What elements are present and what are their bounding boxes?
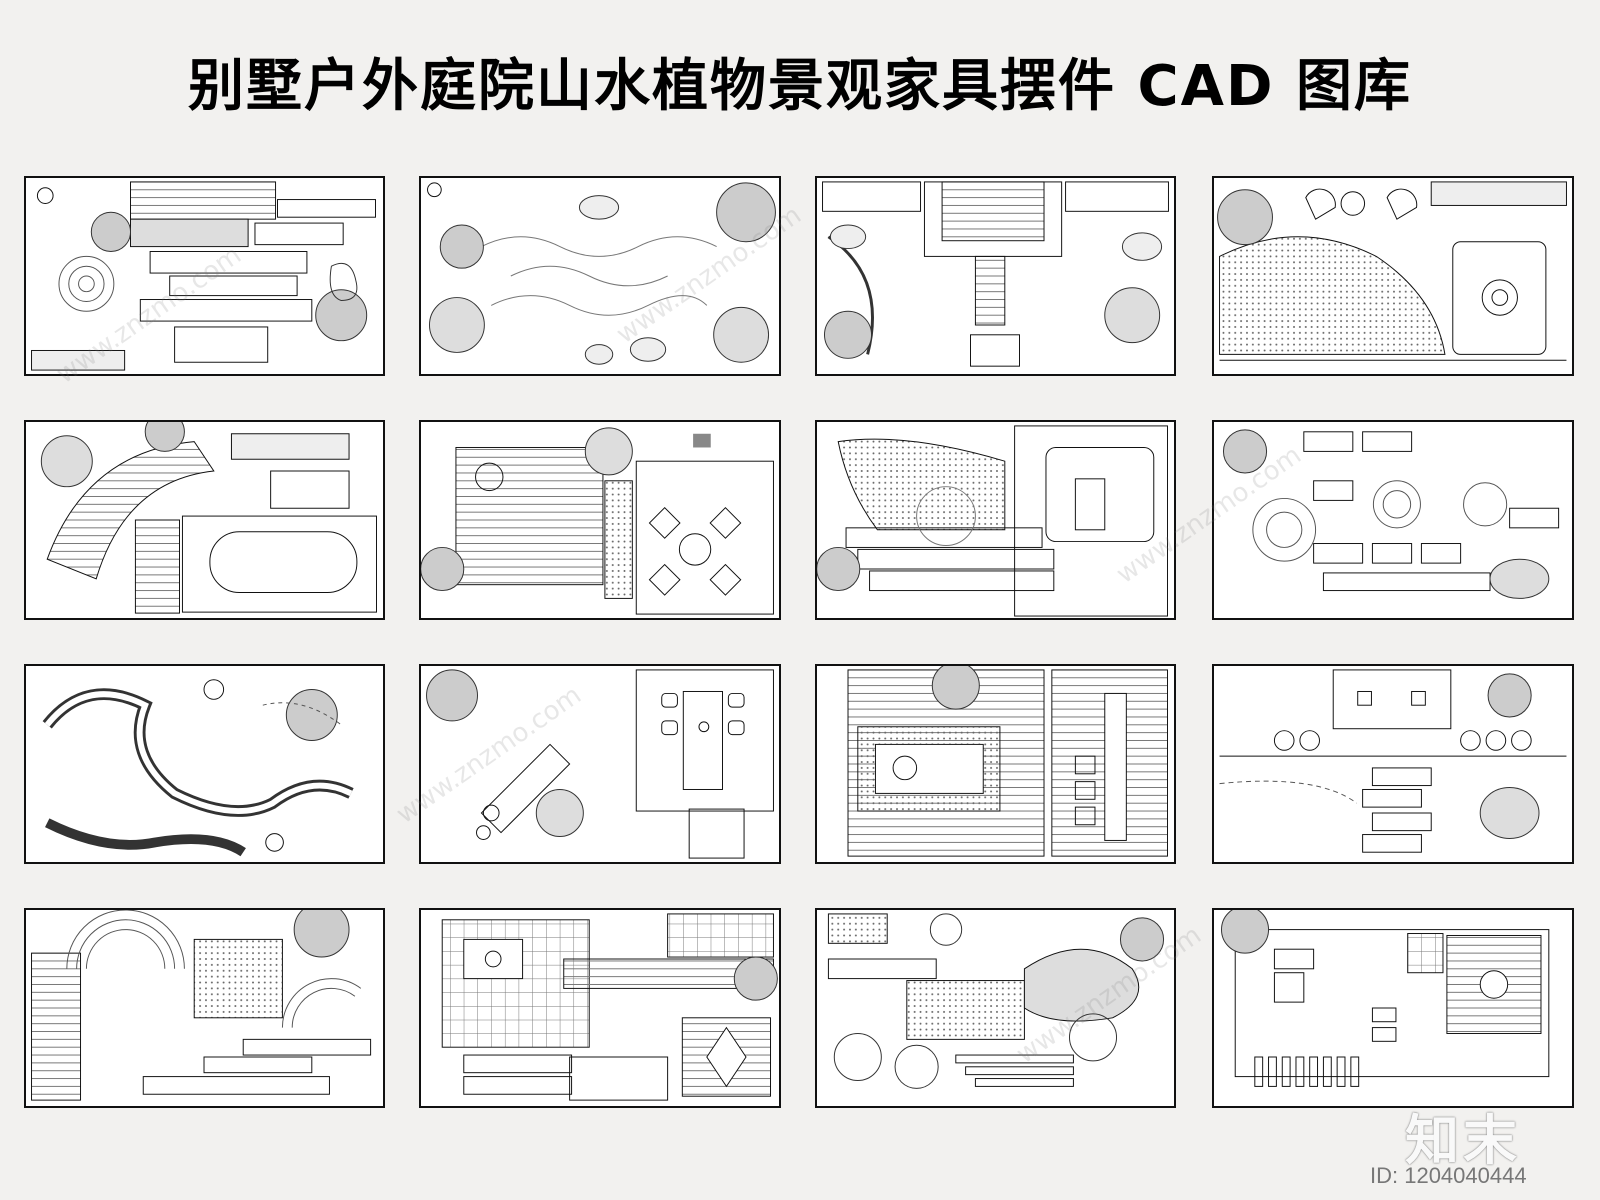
garden-plan-8[interactable] [1212,420,1574,620]
garden-plan-drawing [1217,181,1567,361]
garden-plan-13[interactable] [24,908,385,1108]
garden-plan-drawing [426,669,774,859]
garden-plan-15[interactable] [815,908,1176,1108]
garden-plan-drawing [1221,910,1550,1087]
garden-plan-drawing [31,181,376,371]
garden-plan-16[interactable] [1212,908,1574,1108]
image-id-label: ID: 1204040444 [1370,1163,1527,1188]
garden-plan-11[interactable] [815,664,1176,864]
garden-plan-drawing [42,679,354,857]
garden-plan-10[interactable] [419,664,781,864]
garden-plan-drawing [1222,429,1560,599]
garden-plan-drawing [421,427,774,615]
garden-plan-6[interactable] [419,420,781,620]
garden-plan-drawing [40,422,377,614]
garden-plan-4[interactable] [1212,176,1574,376]
garden-plan-drawing [1219,669,1567,853]
garden-plan-3[interactable] [815,176,1176,376]
garden-plan-drawing [827,913,1165,1089]
garden-plan-drawing [441,913,778,1101]
garden-plan-12[interactable] [1212,664,1574,864]
garden-plan-drawing [822,181,1169,367]
garden-plan-drawing [847,666,1168,857]
page-title: 别墅户外庭院山水植物景观家具摆件 CAD 图库 [188,54,1412,119]
garden-plan-5[interactable] [24,420,385,620]
garden-plan-7[interactable] [815,420,1176,620]
garden-plan-9[interactable] [24,664,385,864]
garden-plan-drawing [817,425,1168,617]
garden-plan-1[interactable] [24,176,385,376]
garden-plan-2[interactable] [419,176,781,376]
garden-plan-drawing [31,910,372,1101]
brand-logo: 知末 [1405,1109,1521,1172]
garden-plan-14[interactable] [419,908,781,1108]
garden-plan-drawing [427,182,776,365]
